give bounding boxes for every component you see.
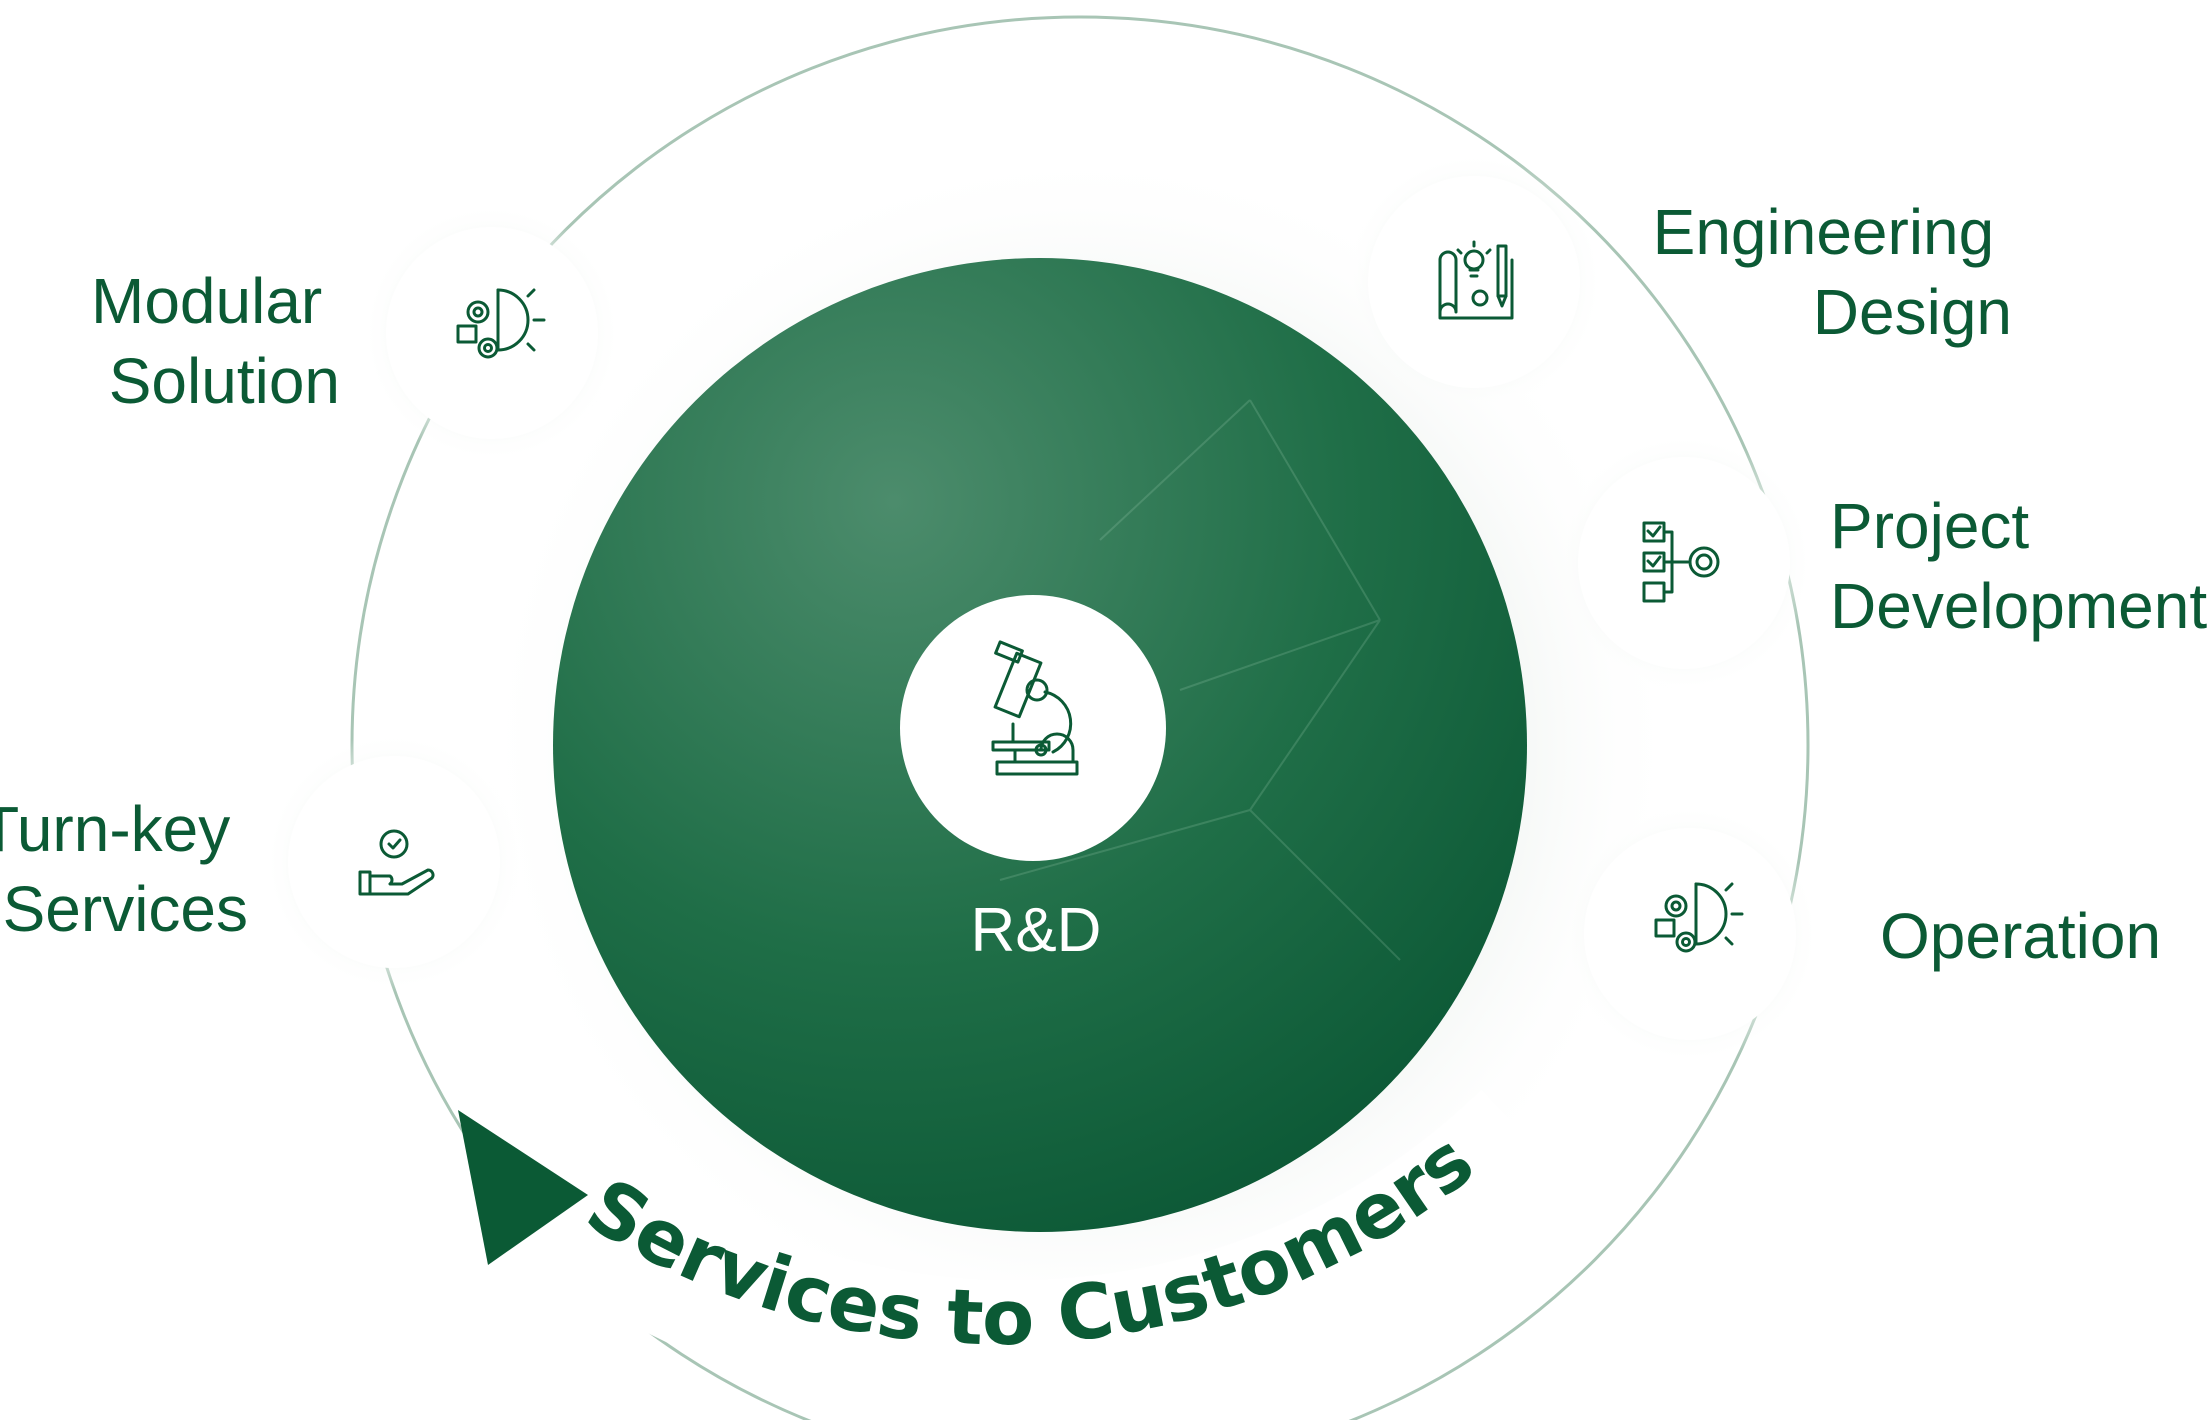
- node-label: Turn-key Services: [0, 793, 248, 945]
- node-disc: [1368, 176, 1580, 388]
- node-label: Modular Solution: [91, 265, 340, 417]
- hand-gear-icon: [358, 829, 435, 896]
- node-engineering-design: Engineering Design: [1344, 152, 2012, 412]
- node-label: Operation: [1880, 900, 2161, 972]
- center-node: R&D: [553, 258, 1527, 1232]
- network-texture: [999, 399, 1401, 961]
- cycle-arrow-head: [458, 1110, 588, 1265]
- checklist-gear-icon: [1642, 521, 1720, 603]
- microscope-icon: [991, 640, 1079, 776]
- node-disc: [288, 756, 500, 968]
- blueprint-icon: [1438, 240, 1514, 320]
- center-label: R&D: [971, 896, 1102, 965]
- arc-label-backdrop: [517, 1089, 1579, 1420]
- center-icon-disc: [900, 595, 1166, 861]
- node-modular-solution: Modular Solution: [91, 203, 622, 463]
- node-project-development: Project Development: [1554, 433, 2207, 693]
- node-label: Engineering Design: [1653, 196, 2012, 348]
- node-disc: [386, 227, 598, 439]
- node-operation: Operation: [1560, 804, 2161, 1064]
- node-label: Project Development: [1830, 490, 2207, 642]
- node-turn-key-services: Turn-key Services: [0, 732, 524, 992]
